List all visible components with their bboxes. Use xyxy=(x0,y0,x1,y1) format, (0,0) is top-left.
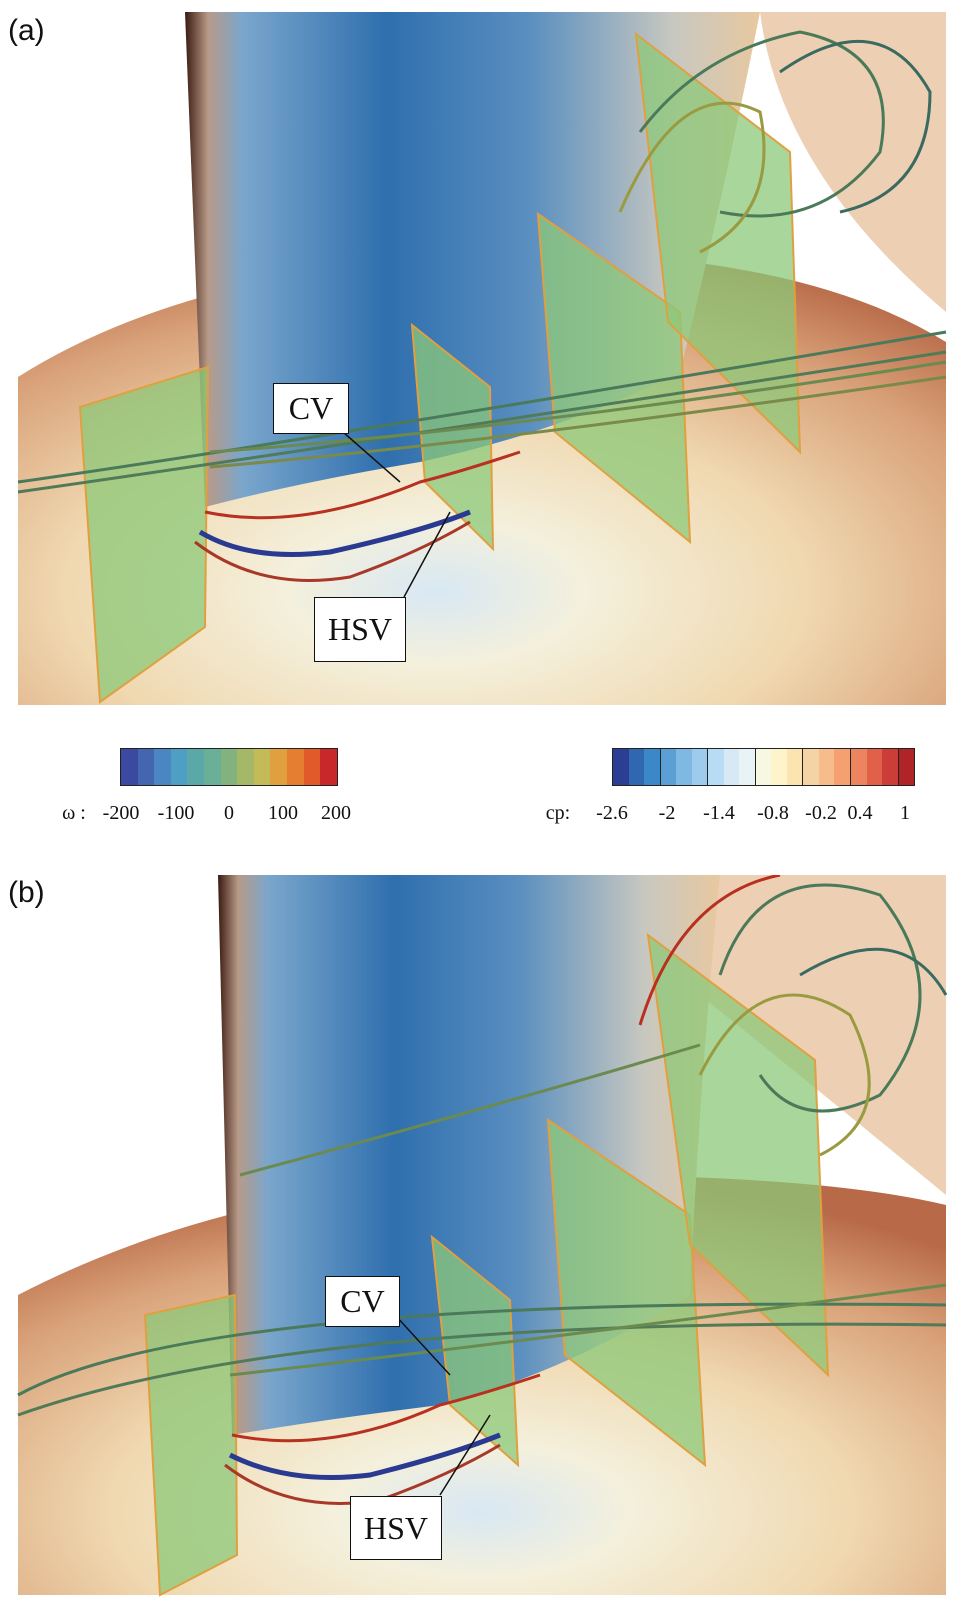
flow-visualization-a xyxy=(17,12,947,705)
omega-tick: 200 xyxy=(321,802,351,824)
cp-tick: -1.4 xyxy=(703,802,735,824)
cv-label-a: CV xyxy=(273,383,349,434)
colorbar-segment xyxy=(253,749,271,785)
colorbar-segment xyxy=(691,749,708,785)
colorbar-segment xyxy=(121,749,138,785)
colorbar-segment xyxy=(676,749,692,785)
colorbar-segment xyxy=(818,749,835,785)
colorbar-segment xyxy=(644,749,660,785)
omega-colorbar xyxy=(120,748,338,786)
colorbar-segment xyxy=(866,749,883,785)
colorbar-segment xyxy=(739,749,755,785)
cp-tick: -2 xyxy=(658,802,676,824)
colorbar-segment xyxy=(204,749,221,785)
colorbar-segment xyxy=(137,749,155,785)
cp-tick: -0.8 xyxy=(757,802,789,824)
colorbar-segment xyxy=(723,749,740,785)
colorbar-segment xyxy=(613,749,629,785)
colorbar-segment xyxy=(287,749,304,785)
omega-tick: 0 xyxy=(224,802,234,824)
colorbar-segment xyxy=(707,749,724,785)
hsv-label-b: HSV xyxy=(350,1496,442,1560)
colorbar-segment xyxy=(170,749,188,785)
colorbar-segment xyxy=(187,749,205,785)
colorbar-segment xyxy=(802,749,819,785)
colorbar-segment xyxy=(237,749,254,785)
cp-tick: 1 xyxy=(900,802,910,824)
colorbar-segment xyxy=(771,749,787,785)
colorbar-segment xyxy=(270,749,288,785)
colorbar-segment xyxy=(786,749,803,785)
omega-colorbar-title: ω : xyxy=(62,802,86,824)
panel-label-b: (b) xyxy=(8,876,45,909)
cp-tick: 0.4 xyxy=(847,802,873,824)
cp-tick: -2.6 xyxy=(596,802,628,824)
hsv-label-a: HSV xyxy=(314,597,406,662)
cp-colorbar xyxy=(612,748,915,786)
colorbar-segment xyxy=(220,749,238,785)
omega-tick: -100 xyxy=(157,802,195,824)
panel-label-a: (a) xyxy=(8,14,45,47)
colorbar-segment xyxy=(303,749,321,785)
colorbar-segment xyxy=(628,749,645,785)
cp-colorbar-title: cp: xyxy=(545,802,571,824)
colorbar-segment xyxy=(659,749,677,785)
colorbar-segment xyxy=(849,749,867,785)
colorbar-segment xyxy=(154,749,171,785)
cp-tick: -0.2 xyxy=(805,802,837,824)
colorbar-segment xyxy=(754,749,772,785)
colorbar-segment xyxy=(834,749,850,785)
colorbar-segment xyxy=(320,749,337,785)
omega-tick: 100 xyxy=(268,802,298,824)
cv-label-b: CV xyxy=(325,1276,400,1327)
flow-visualization-b xyxy=(17,875,948,1597)
omega-tick: -200 xyxy=(102,802,140,824)
colorbar-segment xyxy=(897,749,915,785)
colorbar-segment xyxy=(882,749,898,785)
